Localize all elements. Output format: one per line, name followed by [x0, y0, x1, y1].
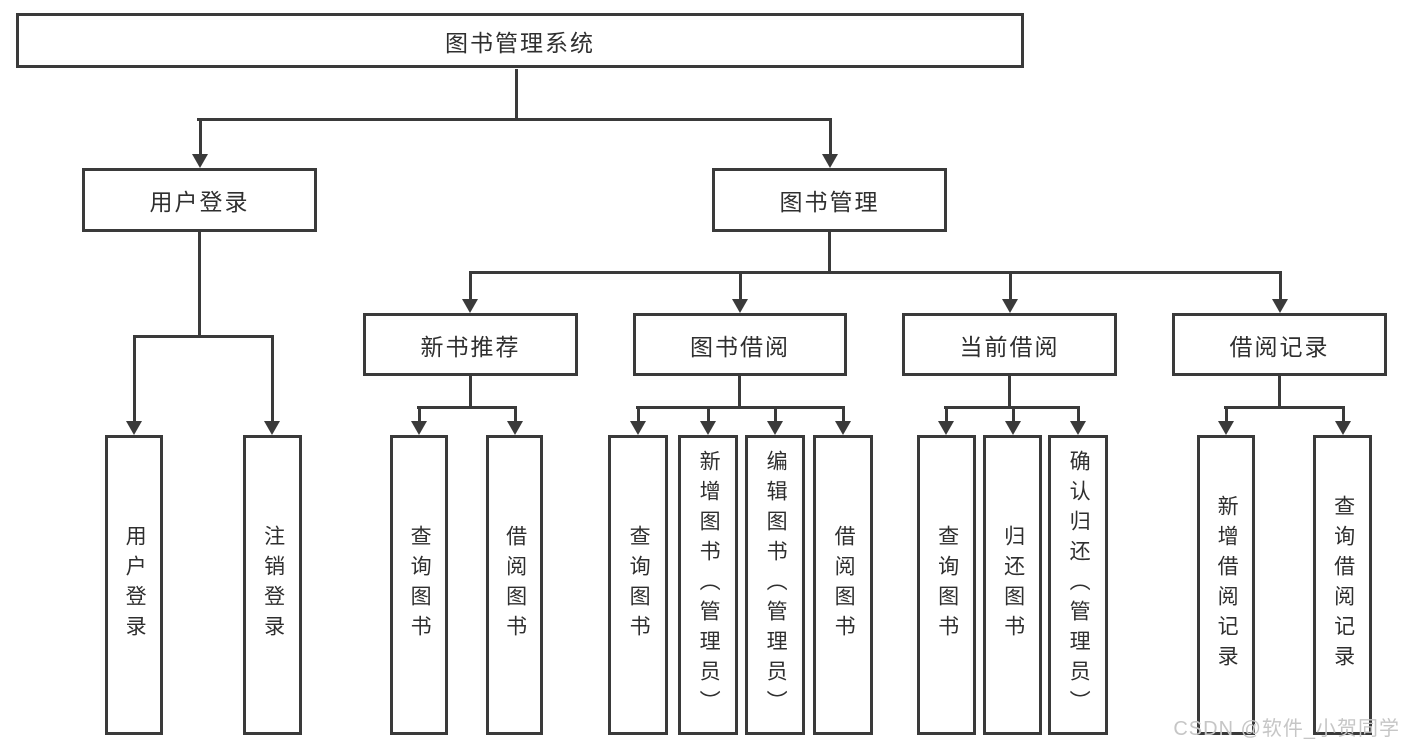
connector-recommend-drop [469, 376, 472, 409]
leaf-current-query-books: 查询图书 [917, 435, 976, 735]
connector-borrowing-rail [636, 406, 844, 409]
connector-records-rail [1224, 406, 1344, 409]
arrow-into-current-return [1005, 406, 1021, 435]
arrow-into-current-query [938, 406, 954, 435]
node-library-system-label: 图书管理系统 [445, 29, 595, 56]
arrow-into-current-borrowing [1002, 271, 1018, 313]
node-new-book-recommend: 新书推荐 [363, 313, 578, 376]
arrow-into-borrowing-query [630, 406, 646, 435]
leaf-current-query-books-label: 查询图书 [935, 525, 959, 645]
connector-root-drop [515, 69, 518, 121]
arrow-into-borrowing-add [700, 406, 716, 435]
connector-borrowing-drop [738, 376, 741, 409]
leaf-records-add-record: 新增借阅记录 [1197, 435, 1255, 735]
node-borrowing-records-label: 借阅记录 [1229, 333, 1330, 360]
node-user-login-label: 用户登录 [149, 189, 250, 215]
leaf-borrowing-edit-books-admin-label: 编辑图书（管理员） [764, 450, 788, 720]
leaf-borrowing-edit-books-admin: 编辑图书（管理员） [745, 435, 805, 735]
connector-current-drop [1008, 376, 1011, 409]
connector-recommend-rail [417, 406, 516, 409]
arrow-into-current-confirm [1070, 406, 1086, 435]
node-current-borrowing: 当前借阅 [902, 313, 1117, 376]
node-borrowing-records: 借阅记录 [1172, 313, 1387, 376]
arrow-into-records-add [1218, 406, 1234, 435]
arrow-into-borrowing-records [1272, 271, 1288, 313]
leaf-logout: 注销登录 [243, 435, 302, 735]
node-current-borrowing-label: 当前借阅 [959, 333, 1060, 360]
leaf-user-login-label: 用户登录 [123, 525, 147, 645]
node-book-borrowing-label: 图书借阅 [690, 333, 790, 360]
node-user-login: 用户登录 [82, 168, 317, 232]
arrow-into-recommend-borrow [507, 406, 523, 435]
connector-user-login-drop [198, 232, 201, 337]
leaf-logout-label: 注销登录 [261, 525, 285, 645]
leaf-current-return-books-label: 归还图书 [1001, 525, 1025, 645]
leaf-borrowing-add-books-admin-label: 新增图书（管理员） [697, 450, 721, 720]
leaf-records-query-record: 查询借阅记录 [1313, 435, 1372, 735]
node-book-management: 图书管理 [712, 168, 947, 232]
leaf-recommend-borrow-books-label: 借阅图书 [503, 525, 527, 645]
connector-book-management-drop [828, 232, 831, 274]
leaf-borrowing-query-books-label: 查询图书 [627, 525, 651, 645]
leaf-current-confirm-return-admin-label: 确认归还（管理员） [1067, 450, 1091, 720]
arrow-into-book-management [822, 118, 838, 168]
leaf-user-login: 用户登录 [105, 435, 163, 735]
arrow-into-borrowing-borrow [835, 406, 851, 435]
leaf-current-confirm-return-admin: 确认归还（管理员） [1048, 435, 1108, 735]
leaf-records-query-record-label: 查询借阅记录 [1331, 495, 1355, 675]
leaf-recommend-borrow-books: 借阅图书 [486, 435, 543, 735]
arrow-into-leaf-logout [264, 335, 280, 435]
leaf-records-add-record-label: 新增借阅记录 [1215, 495, 1239, 675]
arrow-into-new-book-recommend [462, 271, 478, 313]
connector-user-login-rail [133, 335, 273, 338]
node-book-management-label: 图书管理 [779, 189, 880, 215]
watermark: CSDN @软件_小贺同学 [1173, 718, 1400, 740]
leaf-borrowing-add-books-admin: 新增图书（管理员） [678, 435, 738, 735]
connector-level3-rail [469, 271, 1281, 274]
leaf-current-return-books: 归还图书 [983, 435, 1042, 735]
connector-level2-rail [197, 118, 831, 121]
leaf-recommend-query-books: 查询图书 [390, 435, 448, 735]
arrow-into-leaf-user-login [126, 335, 142, 435]
connector-records-drop [1278, 376, 1281, 409]
arrow-into-recommend-query [411, 406, 427, 435]
leaf-borrowing-query-books: 查询图书 [608, 435, 668, 735]
leaf-recommend-query-books-label: 查询图书 [408, 525, 432, 645]
arrow-into-book-borrowing [732, 271, 748, 313]
leaf-borrowing-borrow-books: 借阅图书 [813, 435, 873, 735]
arrow-into-user-login [192, 118, 208, 168]
node-new-book-recommend-label: 新书推荐 [420, 333, 521, 360]
leaf-borrowing-borrow-books-label: 借阅图书 [832, 525, 856, 645]
node-book-borrowing: 图书借阅 [633, 313, 847, 376]
arrow-into-borrowing-edit [767, 406, 783, 435]
node-library-system: 图书管理系统 [16, 13, 1024, 68]
arrow-into-records-query [1335, 406, 1351, 435]
